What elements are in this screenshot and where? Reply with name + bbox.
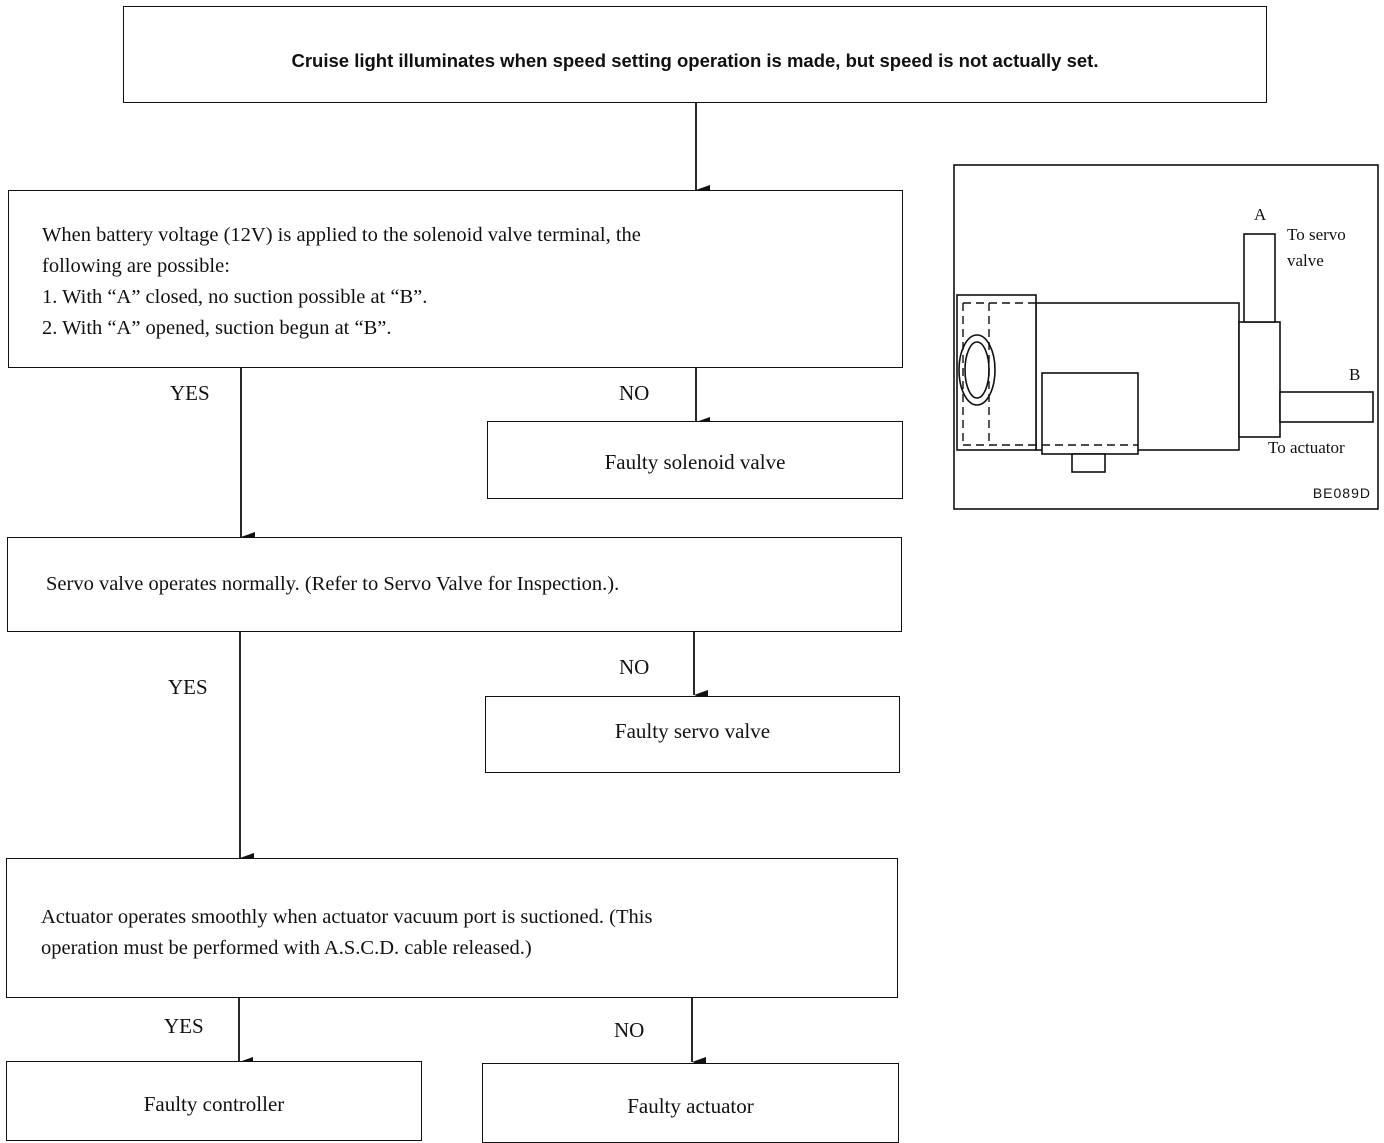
port-b-label: B	[1349, 365, 1360, 384]
figure-code: BE089D	[1313, 485, 1371, 501]
step3-box: Actuator operates smoothly when actuator…	[6, 858, 898, 998]
port-a-tube	[1243, 233, 1276, 323]
terminal-tab	[1071, 453, 1106, 473]
step2-no-result: Faulty servo valve	[614, 719, 771, 743]
step1-yes-label: YES	[170, 381, 210, 405]
step3-yes-label: YES	[164, 1014, 204, 1038]
solenoid-valve-figure: A B To servo valve To actuator BE089D	[953, 164, 1379, 510]
step1-no-result-box: Faulty solenoid valve	[487, 421, 903, 499]
step1-text: When battery voltage (12V) is applied to…	[42, 220, 641, 344]
step3-line1: Actuator operates smoothly when actuator…	[41, 906, 653, 928]
step1-line4: 2. With “A” opened, suction begun at “B”…	[42, 317, 392, 339]
step1-no-result: Faulty solenoid valve	[604, 450, 786, 474]
port-a-label: A	[1254, 205, 1267, 224]
to-servo-line1: To servo	[1287, 225, 1346, 244]
step2-text: Servo valve operates normally. (Refer to…	[46, 573, 620, 595]
title-text: Cruise light illuminates when speed sett…	[291, 50, 1099, 71]
step3-line2: operation must be performed with A.S.C.D…	[41, 937, 532, 959]
step3-no-result: Faulty actuator	[627, 1094, 754, 1118]
step1-line1: When battery voltage (12V) is applied to…	[42, 224, 641, 246]
step2-box: Servo valve operates normally. (Refer to…	[7, 537, 902, 632]
step1-box: When battery voltage (12V) is applied to…	[8, 190, 903, 368]
coil-inner-ellipse	[964, 341, 990, 399]
step3-no-label: NO	[614, 1018, 645, 1042]
step2-yes-label: YES	[168, 675, 208, 699]
port-a-base	[1238, 321, 1281, 438]
step3-yes-result: Faulty controller	[143, 1092, 285, 1116]
port-b-tube	[1279, 391, 1374, 423]
to-servo-line2: valve	[1287, 251, 1324, 270]
step1-no-label: NO	[619, 381, 650, 405]
terminal-block	[1041, 372, 1139, 455]
step2-no-label: NO	[619, 655, 650, 679]
step2-no-result-box: Faulty servo valve	[485, 696, 900, 773]
title-box: Cruise light illuminates when speed sett…	[123, 6, 1267, 103]
step1-line3: 1. With “A” closed, no suction possible …	[42, 286, 428, 308]
to-actuator-label: To actuator	[1268, 438, 1345, 457]
step3-yes-result-box: Faulty controller	[6, 1061, 422, 1141]
step3-text: Actuator operates smoothly when actuator…	[41, 902, 652, 964]
step1-line2: following are possible:	[42, 255, 230, 277]
step3-no-result-box: Faulty actuator	[482, 1063, 899, 1143]
